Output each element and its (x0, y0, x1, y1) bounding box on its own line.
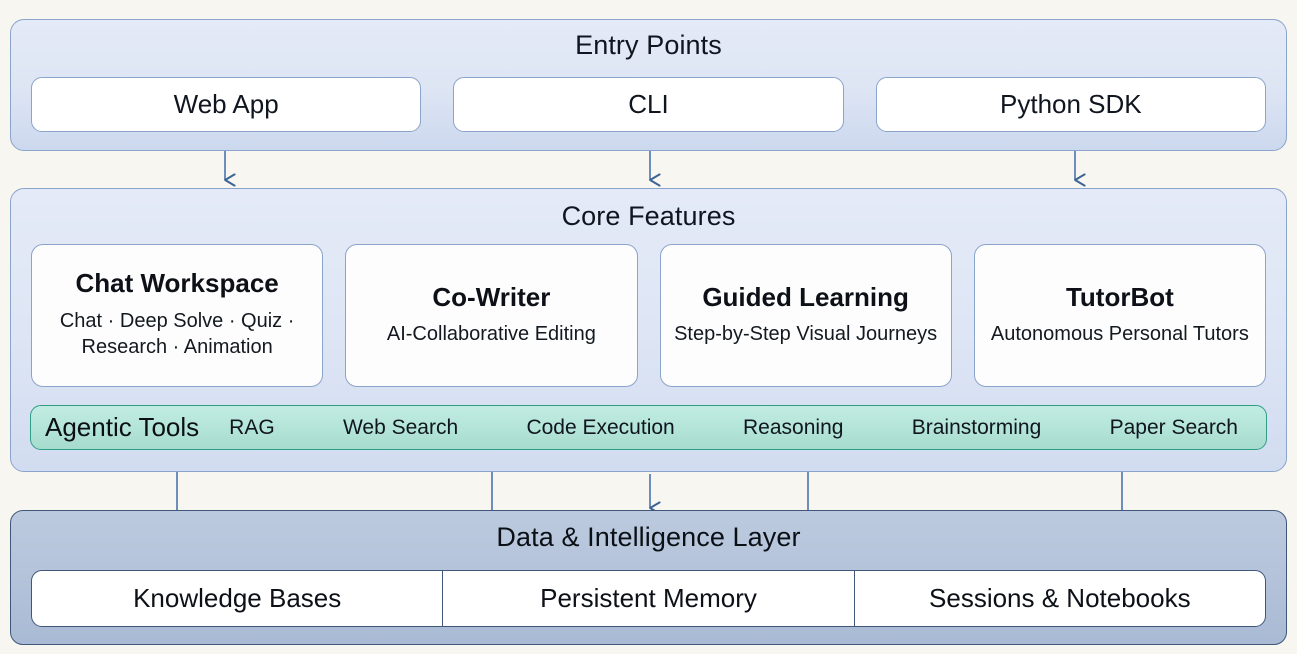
feature-card-title: Co-Writer (432, 281, 551, 312)
entry-point-web-app[interactable]: Web App (31, 77, 422, 132)
feature-card-chat-workspace[interactable]: Chat Workspace Chat · Deep Solve · Quiz … (31, 244, 324, 387)
agentic-tool-reasoning[interactable]: Reasoning (743, 415, 844, 439)
feature-card-description: AI-Collaborative Editing (386, 322, 596, 345)
feature-card-title: Chat Workspace (75, 268, 279, 299)
entry-point-python-sdk[interactable]: Python SDK (875, 77, 1266, 132)
feature-card-description: Autonomous Personal Tutors (990, 322, 1249, 345)
entry-point-label: CLI (628, 89, 669, 119)
feature-card-description: Chat · Deep Solve · Quiz · Research · An… (59, 309, 295, 359)
agentic-tool-rag[interactable]: RAG (229, 415, 275, 439)
feature-card-title: TutorBot (1065, 281, 1174, 312)
entry-points-title: Entry Points (575, 30, 722, 60)
core-features-title: Core Features (561, 201, 736, 231)
agentic-tool-code-execution[interactable]: Code Execution (526, 415, 675, 439)
data-intelligence-layer-title: Data & Intelligence Layer (496, 522, 801, 552)
entry-point-cli[interactable]: CLI (453, 77, 844, 132)
data-layer-row: Knowledge Bases Persistent Memory Sessio… (31, 570, 1266, 627)
entry-point-label: Python SDK (1000, 89, 1142, 119)
data-layer-sessions-notebooks[interactable]: Sessions & Notebooks (855, 571, 1265, 626)
feature-card-tutorbot[interactable]: TutorBot Autonomous Personal Tutors (973, 244, 1266, 387)
feature-card-co-writer[interactable]: Co-Writer AI-Collaborative Editing (345, 244, 638, 387)
entry-point-label: Web App (173, 89, 279, 119)
data-layer-persistent-memory[interactable]: Persistent Memory (443, 571, 855, 626)
agentic-tool-web-search[interactable]: Web Search (342, 415, 459, 439)
feature-card-description: Step-by-Step Visual Journeys (674, 322, 938, 345)
agentic-tool-paper-search[interactable]: Paper Search (1109, 415, 1238, 439)
feature-card-title: Guided Learning (702, 281, 909, 312)
core-features-row: Chat Workspace Chat · Deep Solve · Quiz … (31, 244, 1266, 387)
data-layer-knowledge-bases[interactable]: Knowledge Bases (32, 571, 444, 626)
feature-card-guided-learning[interactable]: Guided Learning Step-by-Step Visual Jour… (659, 244, 952, 387)
agentic-tools-list: RAG Web Search Code Execution Reasoning … (229, 416, 1252, 440)
agentic-tools-label: Agentic Tools (45, 412, 200, 442)
data-layer-label: Sessions & Notebooks (929, 583, 1191, 613)
data-intelligence-layer-panel: Data & Intelligence Layer Knowledge Base… (10, 510, 1287, 645)
entry-points-panel: Entry Points Web App CLI Python SDK (10, 19, 1287, 151)
entry-points-row: Web App CLI Python SDK (31, 77, 1266, 132)
agentic-tool-brainstorming[interactable]: Brainstorming (911, 415, 1042, 439)
data-layer-label: Persistent Memory (540, 583, 757, 613)
data-layer-label: Knowledge Bases (133, 583, 342, 613)
agentic-tools-strip: Agentic Tools RAG Web Search Code Execut… (30, 405, 1267, 450)
